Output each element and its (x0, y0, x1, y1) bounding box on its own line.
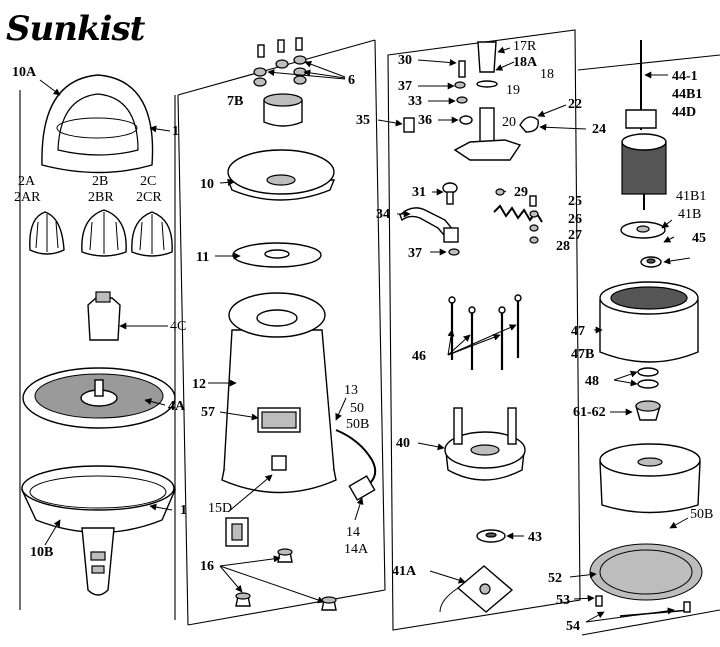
label-10B: 10B (30, 545, 53, 560)
part-bowl-10b (20, 465, 177, 596)
label-40: 40 (396, 436, 410, 451)
part-feet-16 (235, 548, 337, 611)
label-28: 28 (556, 239, 570, 254)
part-collar-7b (263, 93, 303, 127)
part-gasket-11 (232, 242, 322, 268)
part-bearing-45 (640, 256, 662, 268)
label-33: 33 (408, 94, 422, 109)
label-41B1: 41B1 (676, 189, 706, 204)
label-48: 48 (585, 374, 599, 389)
label-29: 29 (514, 185, 528, 200)
label-46: 46 (412, 349, 426, 364)
part-labels: 10A 1 2A 2AR 2B 2BR 2C 2CR 4C 4A 1 10B 7… (12, 39, 713, 634)
label-41A: 41A (392, 564, 417, 579)
part-switch-15d (225, 517, 249, 547)
label-22: 22 (568, 97, 582, 112)
part-shaft-assembly (403, 41, 539, 161)
label-6: 6 (348, 73, 355, 88)
label-25: 25 (568, 194, 582, 209)
part-coupling-61-62 (635, 400, 661, 421)
label-2C: 2C (140, 174, 156, 189)
label-50: 50 (350, 401, 364, 416)
label-57: 57 (201, 405, 215, 420)
part-cord-14 (335, 429, 377, 501)
part-rings-48 (637, 367, 659, 389)
part-bearing-43 (476, 529, 506, 543)
label-41B: 41B (678, 207, 701, 222)
label-53: 53 (556, 593, 570, 608)
part-plate-41a (439, 565, 514, 613)
label-12: 12 (192, 377, 206, 392)
leader-lines (39, 46, 691, 623)
label-18: 18 (540, 67, 554, 82)
label-20: 20 (502, 115, 516, 130)
label-1-bottom: 1 (180, 503, 187, 518)
part-lower-housing (599, 443, 701, 514)
label-44-1: 44-1 (672, 69, 698, 84)
label-2AR: 2AR (14, 190, 41, 205)
label-14: 14 (346, 525, 360, 540)
part-brush-41b (620, 221, 666, 239)
label-17R: 17R (513, 39, 537, 54)
label-43: 43 (528, 530, 542, 545)
label-47: 47 (571, 324, 585, 339)
part-screws-6 (253, 37, 307, 87)
label-54: 54 (566, 619, 580, 634)
label-19: 19 (506, 83, 520, 98)
part-top-plate-10 (226, 149, 336, 201)
brand-logo: Sunkist (6, 9, 146, 49)
label-4C: 4C (170, 319, 186, 334)
label-36: 36 (418, 113, 432, 128)
label-34: 34 (376, 207, 390, 222)
label-7B: 7B (227, 94, 243, 109)
part-dome-cover (41, 74, 154, 174)
part-housing-12 (221, 292, 337, 494)
label-10A: 10A (12, 65, 37, 80)
label-37-top: 37 (398, 79, 412, 94)
column-frames (19, 29, 720, 636)
label-37-bottom: 37 (408, 246, 422, 261)
label-50B: 50B (346, 417, 369, 432)
part-lever-34 (399, 182, 460, 256)
part-reamer-2a (29, 211, 65, 255)
label-10: 10 (200, 177, 214, 192)
part-reamer-2b (81, 209, 127, 257)
label-61-62: 61-62 (573, 405, 606, 420)
label-44B1: 44B1 (672, 87, 702, 102)
label-31: 31 (412, 185, 426, 200)
part-bracket-4c (87, 291, 121, 341)
label-2B: 2B (92, 174, 108, 189)
label-13: 13 (344, 383, 358, 398)
label-45: 45 (692, 231, 706, 246)
label-14A: 14A (344, 542, 369, 557)
label-16: 16 (200, 559, 214, 574)
label-44D: 44D (672, 105, 696, 120)
part-base-40 (444, 407, 526, 481)
label-2BR: 2BR (88, 190, 114, 205)
label-11: 11 (196, 250, 209, 265)
label-2CR: 2CR (136, 190, 162, 205)
part-armature-44 (621, 40, 667, 210)
label-27: 27 (568, 228, 582, 243)
label-2A: 2A (18, 174, 36, 189)
label-1-top: 1 (172, 124, 179, 139)
part-strainer-4a (22, 367, 176, 429)
label-30: 30 (398, 53, 412, 68)
label-50B-right: 50B (690, 507, 713, 522)
part-rods-46 (448, 294, 522, 370)
part-screen-52 (589, 543, 703, 601)
label-15D: 15D (208, 501, 232, 516)
label-4A: 4A (168, 399, 186, 414)
label-26: 26 (568, 212, 582, 227)
part-stator-47 (599, 281, 699, 363)
part-reamer-2c (131, 211, 173, 257)
label-52: 52 (548, 571, 562, 586)
label-24: 24 (592, 122, 606, 137)
label-47B: 47B (571, 347, 594, 362)
part-spring-28 (493, 188, 543, 244)
label-18A: 18A (513, 55, 538, 70)
label-35: 35 (356, 113, 370, 128)
